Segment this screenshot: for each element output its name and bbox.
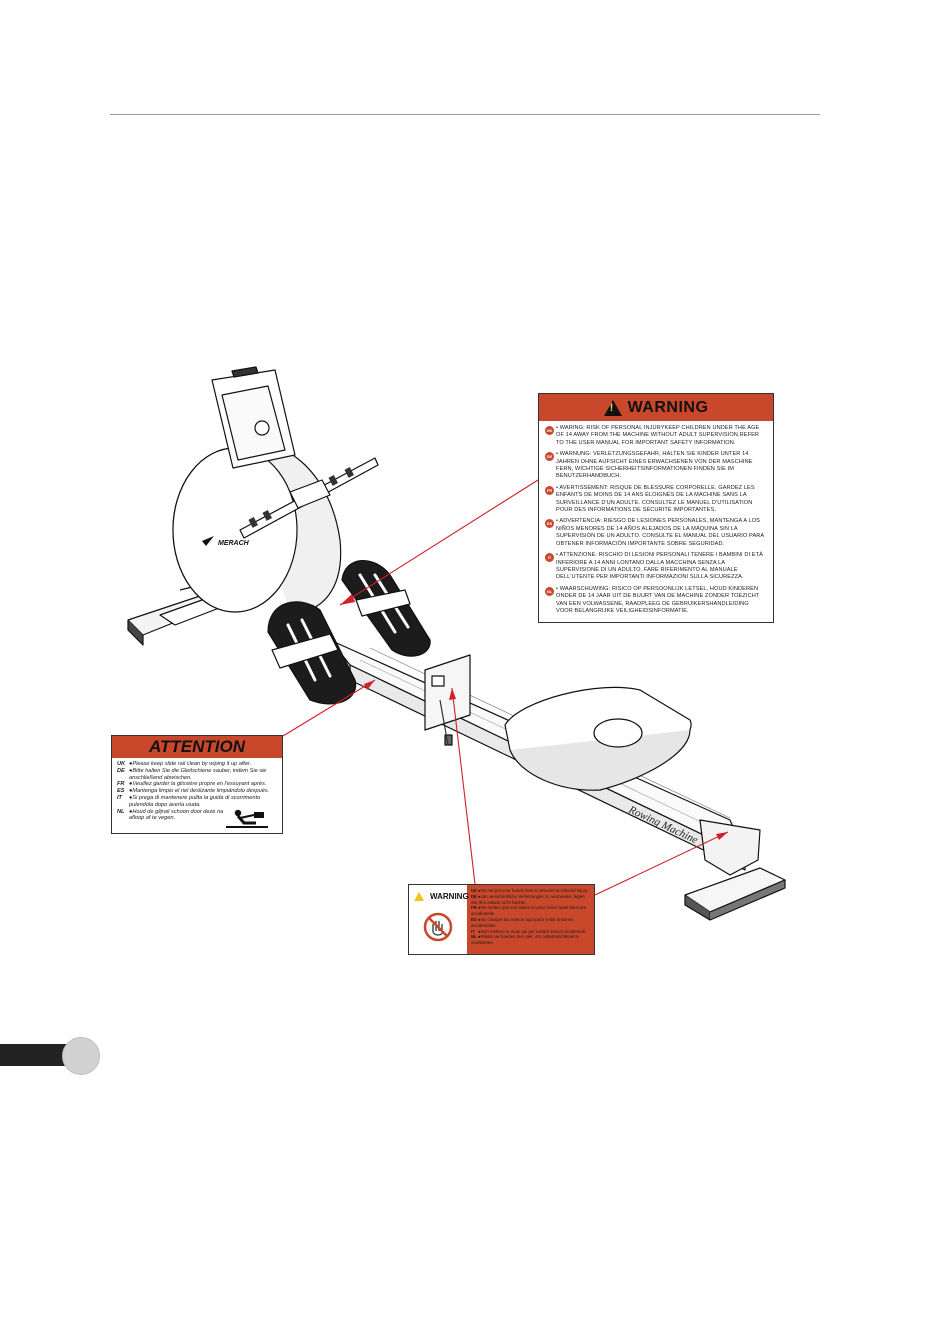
attention-line: NL ●Houd de glijrail schoon door deze na … [117,809,277,823]
attention-text: ●Veuillez garder la glissière propre en … [129,781,267,788]
small-warning-title-row: WARNING [414,892,469,901]
brand-name: MERACH [218,540,250,547]
attention-text: ●Please keep slide rail clean by wiping … [129,761,252,767]
attention-line: UK●Please keep slide rail clean by wipin… [117,761,277,768]
small-warning-text: ●Ne mettez pas vos mains ici pour éviter… [471,905,587,917]
language-code: IT [117,794,122,801]
page-tab [0,1044,76,1066]
small-warning-line: IT●Non mettere le mani qui per evitare l… [471,929,590,935]
small-warning-text-area: UK●Do not put your hands here to prevent… [467,885,594,954]
language-code: ES [471,916,477,922]
warning-item: IT • ATTENZIONE: RISCHIO DI LESIONI PERS… [545,552,767,582]
attention-line: FR ●Veuillez garder la glissière propre e… [117,781,277,788]
warning-label-title: WARNING [627,398,709,416]
warning-text: • AVERTISSEMENT: RISQUE DE BLESSURE CORP… [556,484,755,514]
small-warning-text: ●Non mettere le mani qui per evitare les… [478,928,587,934]
warning-triangle-icon [603,399,622,416]
warning-item: DE • WARNUNG: VERLETZUNGSGEFAHR, HALTEN … [545,451,767,481]
page-number-circle [62,1037,100,1075]
attention-text: ●Mantenga limpio el riel deslizante limp… [129,788,270,795]
language-flag-icon: DE [545,452,554,462]
language-code: DE [117,767,125,774]
small-warning-line: NL●Plaats uw handen hier niet, om onbedo… [471,934,590,946]
warning-text: • ADVERTENCIA: RIESGO DE LESIONES PERSON… [556,518,764,547]
warning-item: NL • WAARSCHUWING: RISICO OP PERSOONLIJK… [545,586,767,616]
small-warning-line: FR●Ne mettez pas vos mains ici pour évit… [471,905,590,917]
warning-item: FR • AVERTISSEMENT: RISQUE DE BLESSURE C… [545,485,767,515]
header-rule [110,114,820,115]
small-warning-line: ES●No coloque las manos aquí para evitar… [471,917,590,929]
language-code: IT [471,928,475,934]
language-code: ES [117,788,125,795]
language-code: UK [117,761,126,767]
warning-item: ES • ADVERTENCIA: RIESGO DE LESIONES PER… [545,518,767,548]
small-warning-label: WARNING UK●Do not put your hands here to… [408,884,595,955]
brand-logo: MERACH [202,536,250,547]
warning-text: • WARNUNG: VERLETZUNGSGEFAHR, HALTEN SIE… [556,451,753,480]
leader-lines [282,479,729,896]
attention-line: IT ●Si prega di mantenere pulita la guida… [117,795,277,809]
small-warning-text: ●Um versehentliche Verletzungen zu verme… [471,893,585,905]
small-warning-line: DE●Um versehentliche Verletzungen zu ver… [471,894,590,906]
warning-label: WARNING UK • WARING: RISK OF PERSONAL IN… [538,393,774,623]
no-hands-icon [423,912,453,942]
warning-text: • WARING: RISK OF PERSONAL INJURYKEEP CH… [556,425,760,446]
attention-text: ●Bitte halten Sie die Gleitschiene saube… [129,767,267,781]
small-warning-line: UK●Do not put your hands here to prevent… [471,888,590,894]
warning-item: UK • WARING: RISK OF PERSONAL INJURYKEEP… [545,425,767,447]
language-flag-icon: NL [545,586,554,596]
warning-text: • WAARSCHUWING: RISICO OP PERSOONLIJK LE… [556,585,760,614]
small-warning-title: WARNING [430,892,469,901]
warning-text: • ATTENZIONE: RISCHIO DI LESIONI PERSONA… [556,552,763,581]
language-code: NL [117,808,125,815]
language-flag-icon: IT [545,553,554,563]
warning-triangle-icon [414,892,424,901]
attention-line: DE ●Bitte halten Sie die Gleitschiene sau… [117,768,277,782]
attention-label: ATTENTION UK●Please keep slide rail clea… [111,735,283,834]
language-code: NL [471,934,477,940]
language-code: DE [471,893,478,899]
attention-line: ES ●Mantenga limpio el riel deslizante li… [117,788,277,795]
rowing-person-icon [226,809,268,828]
language-code: UK [471,888,478,893]
language-flag-icon: FR [545,485,554,495]
language-flag-icon: ES [545,519,554,529]
language-code: FR [471,905,477,911]
attention-label-title: ATTENTION [112,736,282,758]
small-warning-text: ●Plaats uw handen hier niet, om onbedoel… [471,934,580,946]
language-code: FR [117,781,125,788]
language-flag-icon: UK [545,426,554,435]
warning-label-header: WARNING [539,394,773,421]
small-warning-text: ●No coloque las manos aquí para evitar l… [471,916,574,928]
attention-text: ●Si prega di mantenere pulita la guida d… [129,794,261,808]
attention-text: ●Houd de glijrail schoon door deze na af… [129,808,224,822]
small-warning-text: ●Do not put your hands here to prevent a… [478,888,589,893]
